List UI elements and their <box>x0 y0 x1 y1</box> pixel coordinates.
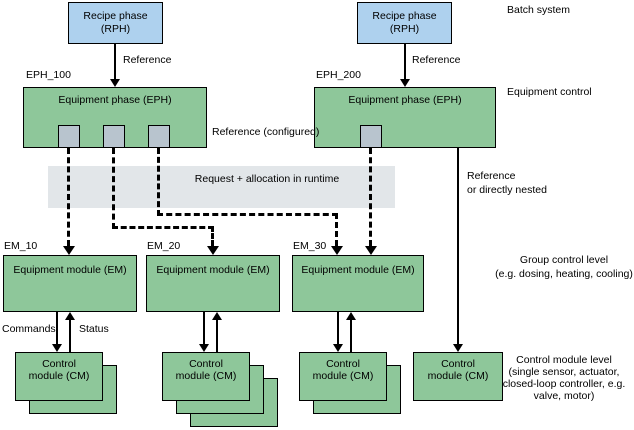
cm-level-line1: Control module level <box>516 354 612 366</box>
dashed-connector-port2-em2-head <box>207 246 219 255</box>
node-control-module-4: Control module (CM) <box>413 352 503 401</box>
arrow-em2-cm2-shaft <box>203 312 205 344</box>
node-recipe-phase-2: Recipe phase (RPH) <box>357 2 452 44</box>
dashed-connector-port2-h <box>112 226 214 229</box>
reference-label-1: Reference <box>123 54 172 66</box>
dashed-connector-port2-v1 <box>112 148 115 229</box>
node-equipment-module-2: Equipment module (EM) <box>146 255 280 312</box>
node-label: Recipe phase (RPH) <box>372 10 437 35</box>
node-equipment-phase-2: Equipment phase (EPH) <box>314 87 496 148</box>
node-label: Equipment module (EM) <box>13 264 127 276</box>
arrow-em1-cm1-head <box>52 344 62 352</box>
arrow-eph2-cm4-head <box>453 344 463 352</box>
arrow-em1-cm1-shaft <box>56 312 58 344</box>
arrow-cm1-em1-shaft <box>69 320 71 352</box>
dashed-connector-port3-em3-head <box>331 246 343 255</box>
eph1-port-1 <box>58 125 80 148</box>
arrow-rph2-eph2-shaft <box>404 44 406 80</box>
node-control-module-3: Control module (CM) <box>299 352 387 401</box>
arrow-rph1-eph1-head <box>110 79 120 87</box>
arrow-cm3-em3-shaft <box>350 320 352 352</box>
group-level-line1: Group control level <box>519 254 609 266</box>
dashed-connector-port1-em1 <box>67 148 70 246</box>
runtime-allocation-band <box>48 166 395 208</box>
dashed-connector-port3-v1 <box>157 148 160 216</box>
reference-nested-label: Reference or directly nested <box>467 169 547 197</box>
arrow-em3-cm3-shaft <box>337 312 339 344</box>
eph1-port-2 <box>103 125 125 148</box>
status-label: Status <box>79 323 109 335</box>
batch-system-label: Batch system <box>507 4 571 16</box>
dashed-connector-port3-v2 <box>335 213 338 246</box>
node-label: Recipe phase (RPH) <box>83 10 148 35</box>
node-label: Control module (CM) <box>28 358 90 382</box>
commands-label: Commands <box>2 323 56 335</box>
node-label: Control module (CM) <box>427 358 489 382</box>
em1-tag: EM_10 <box>4 240 38 252</box>
node-label: Control module (CM) <box>175 358 237 382</box>
cm-level-line2: (single sensor, actuator, <box>508 366 620 378</box>
dashed-connector-port3-h <box>157 213 338 216</box>
eph1-port-3 <box>148 125 170 148</box>
group-control-level-label: Group control level (e.g. dosing, heatin… <box>494 253 634 281</box>
arrow-em3-cm3-head <box>333 344 343 352</box>
node-equipment-module-1: Equipment module (EM) <box>3 255 137 312</box>
node-label: Equipment module (EM) <box>301 264 415 276</box>
arrow-rph1-eph1-shaft <box>114 44 116 80</box>
node-label: Control module (CM) <box>312 358 374 382</box>
arrow-cm2-em2-shaft <box>216 320 218 352</box>
reference-nested-line2: or directly nested <box>467 184 547 196</box>
reference-label-2: Reference <box>412 54 461 66</box>
em3-tag: EM_30 <box>293 240 327 252</box>
arrow-cm1-em1-head <box>65 312 75 320</box>
eph2-tag: EPH_200 <box>316 69 361 81</box>
arrow-cm2-em2-head <box>212 312 222 320</box>
runtime-band-label: Request + allocation in runtime <box>194 173 340 185</box>
equipment-control-label: Equipment control <box>507 86 592 98</box>
eph1-tag: EPH_100 <box>26 69 71 81</box>
arrow-cm3-em3-head <box>346 312 356 320</box>
em2-tag: EM_20 <box>147 240 181 252</box>
node-label: Equipment phase (EPH) <box>58 94 172 106</box>
dashed-connector-eph2-em3 <box>369 148 372 246</box>
arrow-eph2-cm4-shaft <box>457 148 459 345</box>
cm-level-line3: closed-loop controller, e.g. <box>502 378 626 390</box>
node-label: Equipment phase (EPH) <box>348 94 462 106</box>
reference-configured-label: Reference (configured) <box>212 126 320 138</box>
group-level-line2: (e.g. dosing, heating, cooling) <box>495 268 633 280</box>
eph2-port-1 <box>360 125 382 148</box>
node-control-module-1: Control module (CM) <box>15 352 103 401</box>
dashed-connector-port1-em1-head <box>63 246 75 255</box>
node-control-module-2: Control module (CM) <box>162 352 250 401</box>
cm-level-line4: valve, motor) <box>533 390 595 402</box>
arrow-rph2-eph2-head <box>400 79 410 87</box>
node-equipment-module-3: Equipment module (EM) <box>292 255 424 312</box>
node-label: Equipment module (EM) <box>156 264 270 276</box>
arrow-em2-cm2-head <box>199 344 209 352</box>
dashed-connector-eph2-em3-head <box>365 246 377 255</box>
reference-nested-line1: Reference <box>467 170 516 182</box>
control-module-level-label: Control module level (single sensor, act… <box>493 354 634 402</box>
dashed-connector-port2-v2 <box>211 226 214 246</box>
node-recipe-phase-1: Recipe phase (RPH) <box>68 2 163 44</box>
